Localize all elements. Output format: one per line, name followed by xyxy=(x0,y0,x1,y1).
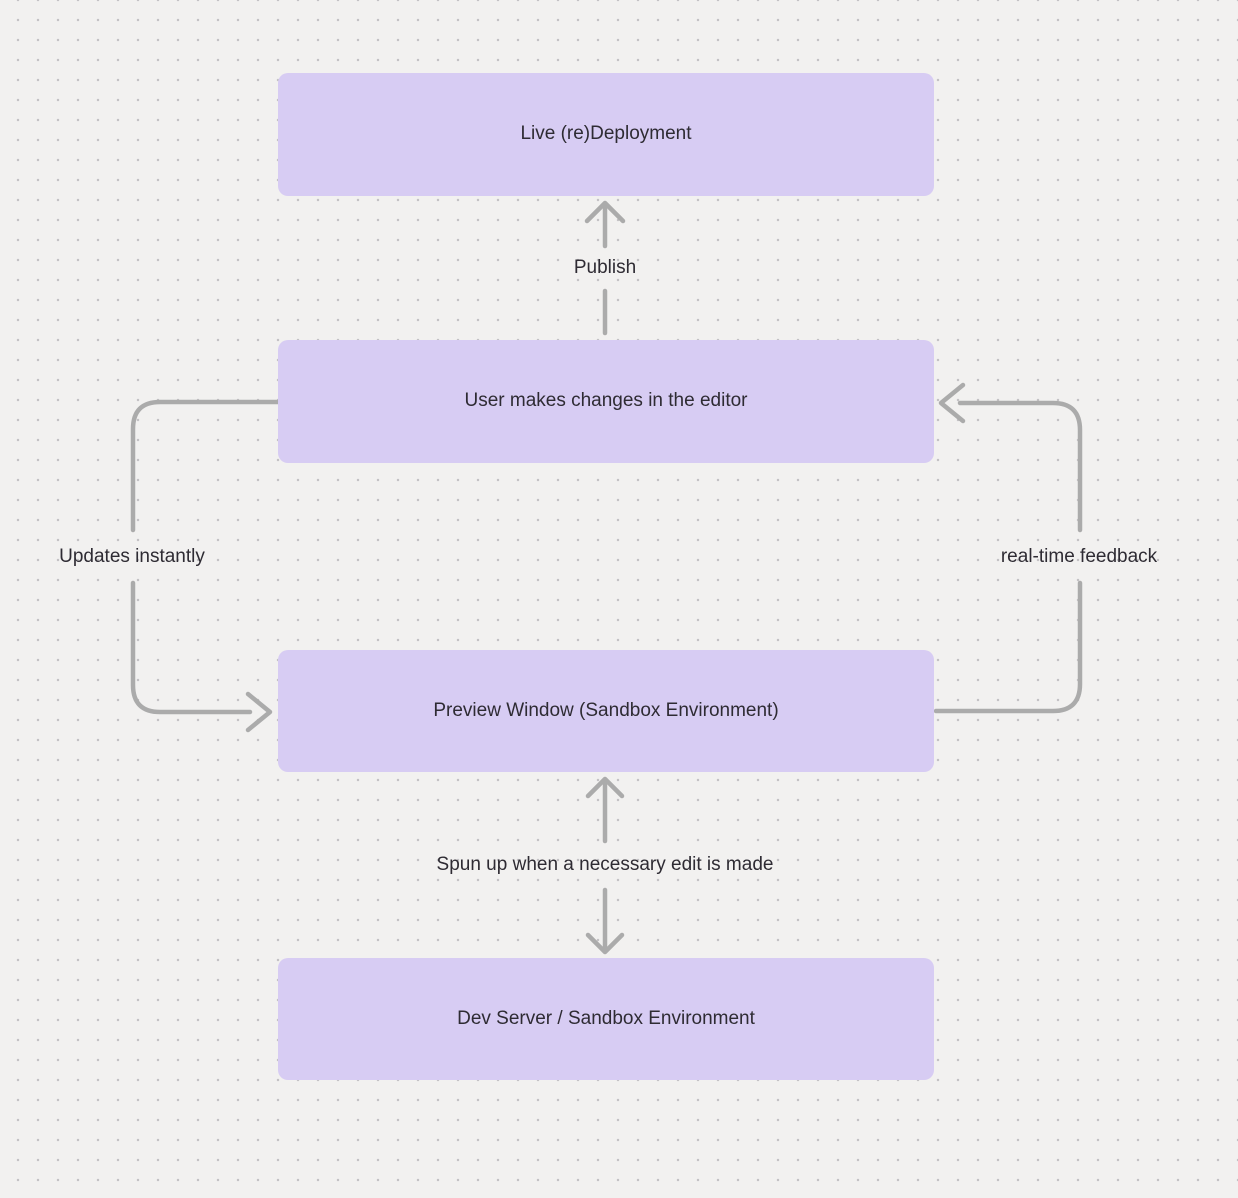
arrow-line xyxy=(130,399,281,533)
node-label: Dev Server / Sandbox Environment xyxy=(457,1007,755,1029)
arrow-line xyxy=(130,580,253,715)
node-label: User makes changes in the editor xyxy=(464,390,748,412)
arrowhead-up-icon xyxy=(585,776,625,799)
edge-label-real-time-feedback: real-time feedback xyxy=(1000,546,1158,567)
edge-label-updates-instantly: Updates instantly xyxy=(59,546,205,567)
node-label: Preview Window (Sandbox Environment) xyxy=(433,699,779,721)
edge-label-spun-up: Spun up when a necessary edit is made xyxy=(436,854,774,875)
node-dev-server: Dev Server / Sandbox Environment xyxy=(278,958,934,1080)
node-preview-window: Preview Window (Sandbox Environment) xyxy=(278,650,934,772)
node-label: Live (re)Deployment xyxy=(520,123,692,145)
edge-label-publish: Publish xyxy=(573,257,637,278)
arrowhead-up-icon xyxy=(584,200,626,224)
node-live-redeployment: Live (re)Deployment xyxy=(278,73,934,196)
arrowhead-left-icon xyxy=(938,382,966,424)
node-user-editor: User makes changes in the editor xyxy=(278,340,934,463)
arrowhead-right-icon xyxy=(245,691,273,733)
arrow-line xyxy=(933,580,1083,714)
arrow-line xyxy=(957,400,1083,533)
arrowhead-down-icon xyxy=(585,932,625,955)
